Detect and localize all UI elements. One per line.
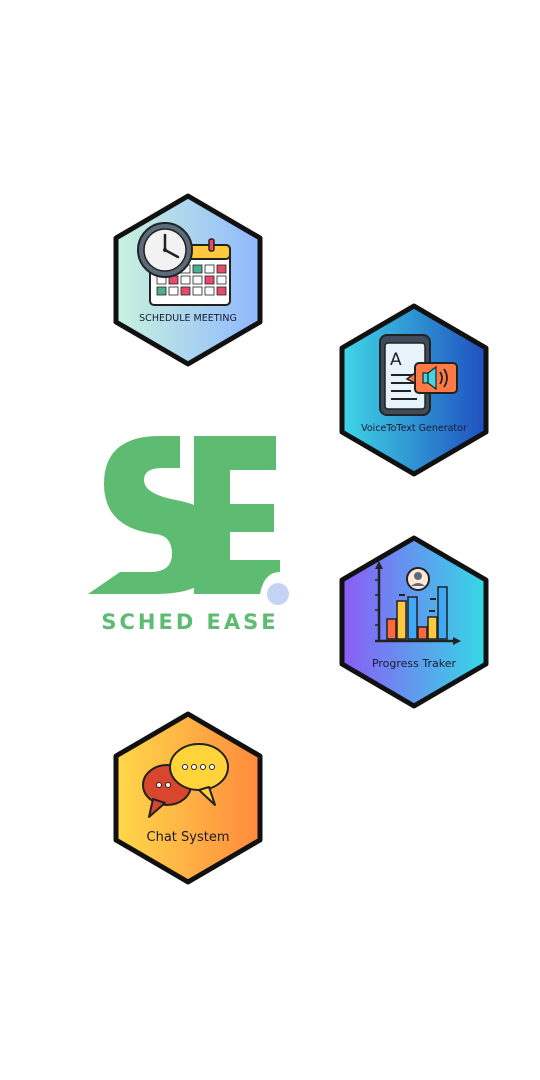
brand-name: SCHED EASE xyxy=(101,610,279,634)
brand-logo xyxy=(84,432,294,642)
monogram-se xyxy=(88,436,289,605)
calendar-clock-icon xyxy=(137,222,231,306)
bar-chart-user-icon xyxy=(375,561,461,645)
feature-tile-chat-system[interactable]: Chat System xyxy=(113,711,263,885)
svg-text:A: A xyxy=(390,350,402,370)
feature-tile-progress-tracker[interactable]: Progress Traker xyxy=(339,535,489,709)
feature-label: VoiceToText Generator xyxy=(361,423,467,434)
feature-tile-voice-to-text[interactable]: A VoiceToText Generator xyxy=(339,303,489,477)
chat-bubbles-icon xyxy=(142,743,229,818)
feature-label: SCHEDULE MEETING xyxy=(139,313,237,324)
feature-label: Progress Traker xyxy=(371,657,457,670)
feature-label: Chat System xyxy=(146,830,230,845)
feature-tile-schedule-meeting[interactable]: SCHEDULE MEETING xyxy=(113,193,263,367)
phone-speaker-icon: A xyxy=(379,334,458,416)
